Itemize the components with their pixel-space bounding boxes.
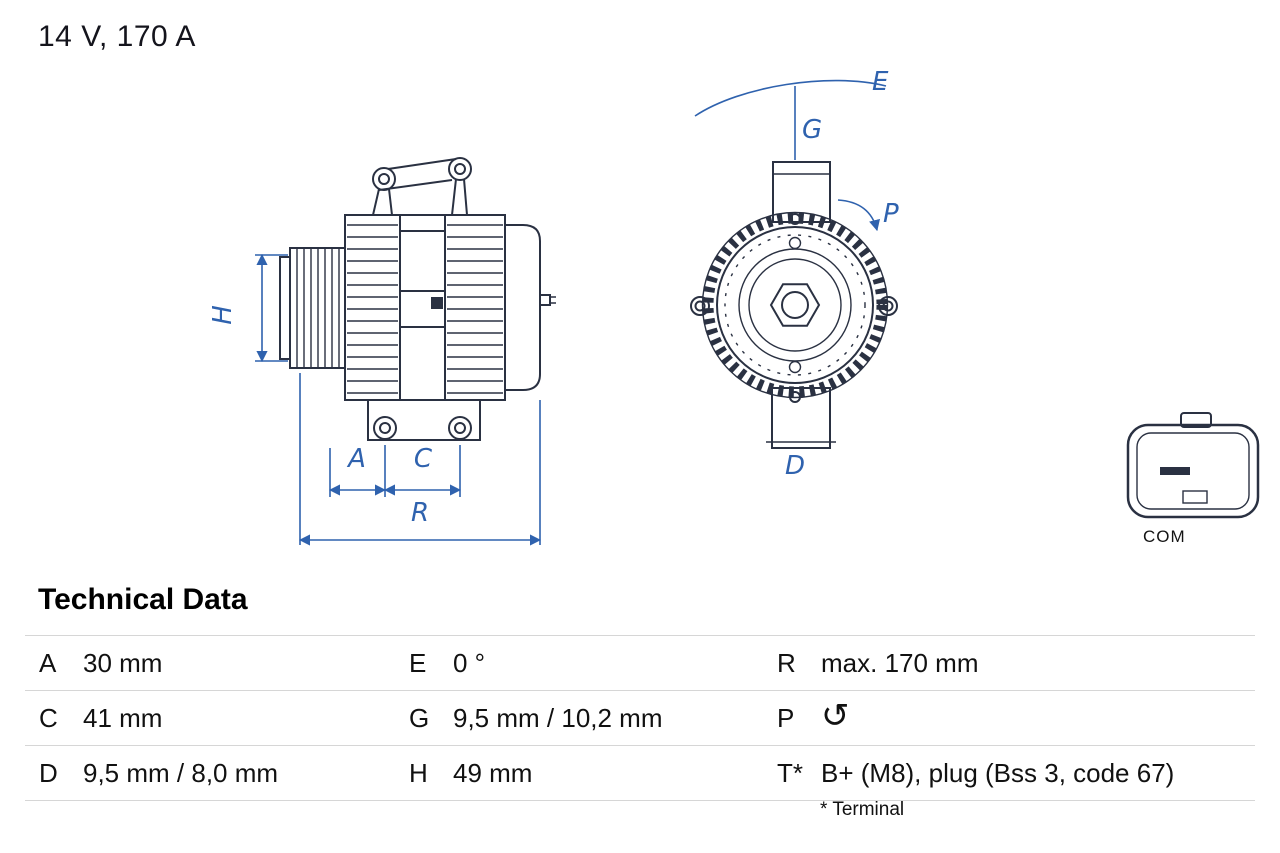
spec-cell-r: R max. 170 mm [755, 648, 1255, 679]
spec-cell-a: A 30 mm [25, 648, 385, 679]
spec-value: 41 mm [83, 702, 163, 733]
com-connector-drawing: COM [1126, 412, 1260, 546]
spec-cell-h: H 49 mm [385, 758, 755, 789]
spec-cell-c: C 41 mm [25, 703, 385, 734]
spec-value: 9,5 mm / 10,2 mm [453, 702, 663, 733]
spec-cell-e: E 0 ° [385, 648, 755, 679]
spec-cell-t: T* B+ (M8), plug (Bss 3, code 67) [755, 758, 1255, 789]
dimension-label-h: H [208, 305, 238, 325]
side-view-dimensions [255, 253, 542, 546]
spec-key: G [409, 702, 430, 733]
spec-value: 49 mm [453, 757, 533, 788]
spec-key: C [39, 702, 58, 733]
connector-label: COM [1143, 527, 1186, 546]
spec-value: 0 ° [453, 647, 486, 678]
alternator-side-view-drawing: H A C R [208, 157, 556, 546]
front-view-body [690, 161, 898, 449]
spec-key: D [39, 757, 58, 788]
spec-cell-d: D 9,5 mm / 8,0 mm [25, 758, 385, 789]
spec-value: 30 mm [83, 647, 163, 678]
voltage-current-rating: 14 V, 170 A [38, 20, 196, 53]
spec-cell-g: G 9,5 mm / 10,2 mm [385, 703, 755, 734]
side-view-body [279, 157, 556, 441]
dimension-label-g: G [802, 115, 822, 145]
counterclockwise-rotation-icon: ↺ [821, 696, 850, 736]
dimension-label-e: E [872, 67, 889, 97]
spec-key: H [409, 757, 428, 788]
front-view-dimensions [694, 79, 887, 232]
connector-body [1126, 412, 1260, 519]
table-row: D 9,5 mm / 8,0 mm H 49 mm T* B+ (M8), pl… [25, 745, 1255, 800]
spec-value: max. 170 mm [821, 647, 979, 678]
spec-key: E [409, 647, 427, 678]
spec-cell-p: P ↺ [755, 699, 1255, 734]
dimension-label-d: D [785, 451, 805, 481]
spec-value: B+ (M8), plug (Bss 3, code 67) [821, 757, 1175, 788]
dimension-label-a: A [346, 444, 366, 474]
table-row: A 30 mm E 0 ° R max. 170 mm [25, 635, 1255, 690]
spec-key: R [777, 647, 796, 678]
dimension-label-p: P [883, 199, 899, 229]
spec-key: A [39, 647, 57, 678]
dimension-label-r: R [411, 498, 429, 528]
spec-key: T* [777, 757, 803, 788]
technical-data-title: Technical Data [38, 583, 248, 616]
spec-key: P [777, 702, 795, 733]
dimension-label-c: C [414, 444, 433, 474]
alternator-front-view-drawing: E G P D [690, 67, 899, 481]
spec-value: 9,5 mm / 8,0 mm [83, 757, 279, 788]
table-row: C 41 mm G 9,5 mm / 10,2 mm P ↺ [25, 690, 1255, 745]
terminal-footnote: * Terminal [820, 799, 905, 820]
technical-data-table: A 30 mm E 0 ° R max. 170 mm C 41 mm G 9,… [25, 635, 1255, 801]
